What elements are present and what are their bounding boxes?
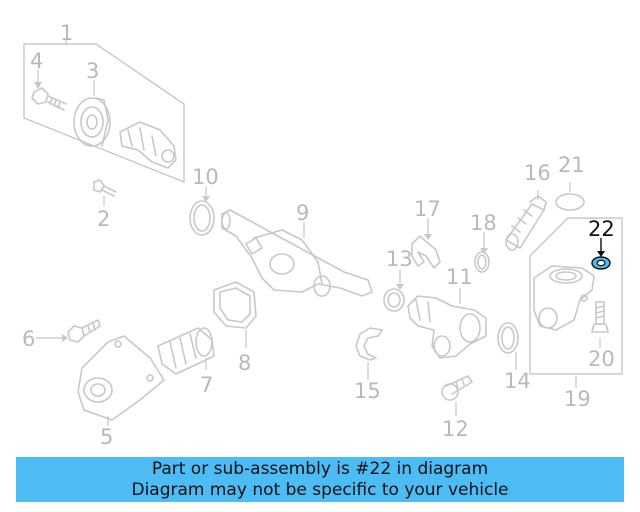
- part-17-clip: [411, 235, 441, 269]
- part-20-bolt: [591, 301, 609, 333]
- parts-diagram: 1 4 3 10 2 9 16 21 22 17 18 13 11 6 20 8…: [22, 21, 623, 449]
- callout-17: 17: [414, 197, 441, 221]
- callout-19: 19: [564, 387, 591, 411]
- callout-15: 15: [354, 379, 381, 403]
- callout-5: 5: [100, 425, 113, 449]
- part-5-flange: [77, 335, 165, 421]
- part-2-bolt: [93, 179, 117, 197]
- callout-1: 1: [60, 21, 73, 45]
- part-7-filter: [157, 327, 215, 375]
- callout-9: 9: [296, 201, 309, 225]
- callout-3: 3: [86, 59, 99, 83]
- part-12-bolt: [441, 375, 473, 401]
- part-15-clip: [355, 327, 383, 361]
- callout-22-highlighted[interactable]: 22: [588, 217, 615, 241]
- leader-lines: [34, 38, 605, 426]
- part-22-o-ring-highlighted[interactable]: [591, 256, 611, 270]
- callout-4: 4: [30, 49, 43, 73]
- part-18-o-ring: [474, 251, 490, 273]
- callout-12: 12: [442, 417, 469, 441]
- callout-8: 8: [238, 351, 251, 375]
- part-8-gasket: [213, 281, 257, 329]
- banner-line-1: Part or sub-assembly is #22 in diagram: [151, 459, 489, 479]
- part-11-housing: [407, 295, 487, 359]
- callout-2: 2: [97, 207, 110, 231]
- part-6-bolt: [67, 319, 101, 343]
- callout-11: 11: [446, 265, 473, 289]
- info-banner: Part or sub-assembly is #22 in diagram D…: [16, 457, 624, 502]
- callout-10: 10: [192, 165, 219, 189]
- part-1-water-pump: [119, 121, 177, 169]
- part-10-o-ring: [189, 200, 215, 236]
- callout-6: 6: [22, 327, 35, 351]
- part-19-outlet-fitting: [533, 265, 595, 331]
- part-14-o-ring: [497, 322, 519, 354]
- part-4-bolt: [31, 87, 67, 111]
- callout-21: 21: [558, 153, 585, 177]
- callout-14: 14: [504, 369, 531, 393]
- callout-16: 16: [524, 161, 551, 185]
- callout-7: 7: [200, 373, 213, 397]
- part-3-pulley: [73, 97, 111, 147]
- part-13-o-ring: [383, 288, 405, 312]
- part-21-o-ring: [555, 193, 585, 211]
- part-16-sensor: [505, 195, 547, 251]
- assembly-19-box: [529, 217, 623, 375]
- assembly-1-box: [23, 43, 185, 184]
- banner-line-2: Diagram may not be specific to your vehi…: [131, 480, 509, 500]
- callout-20: 20: [588, 347, 615, 371]
- callout-13: 13: [386, 247, 413, 271]
- callout-18: 18: [470, 211, 497, 235]
- part-9-pipe-housing: [221, 209, 373, 297]
